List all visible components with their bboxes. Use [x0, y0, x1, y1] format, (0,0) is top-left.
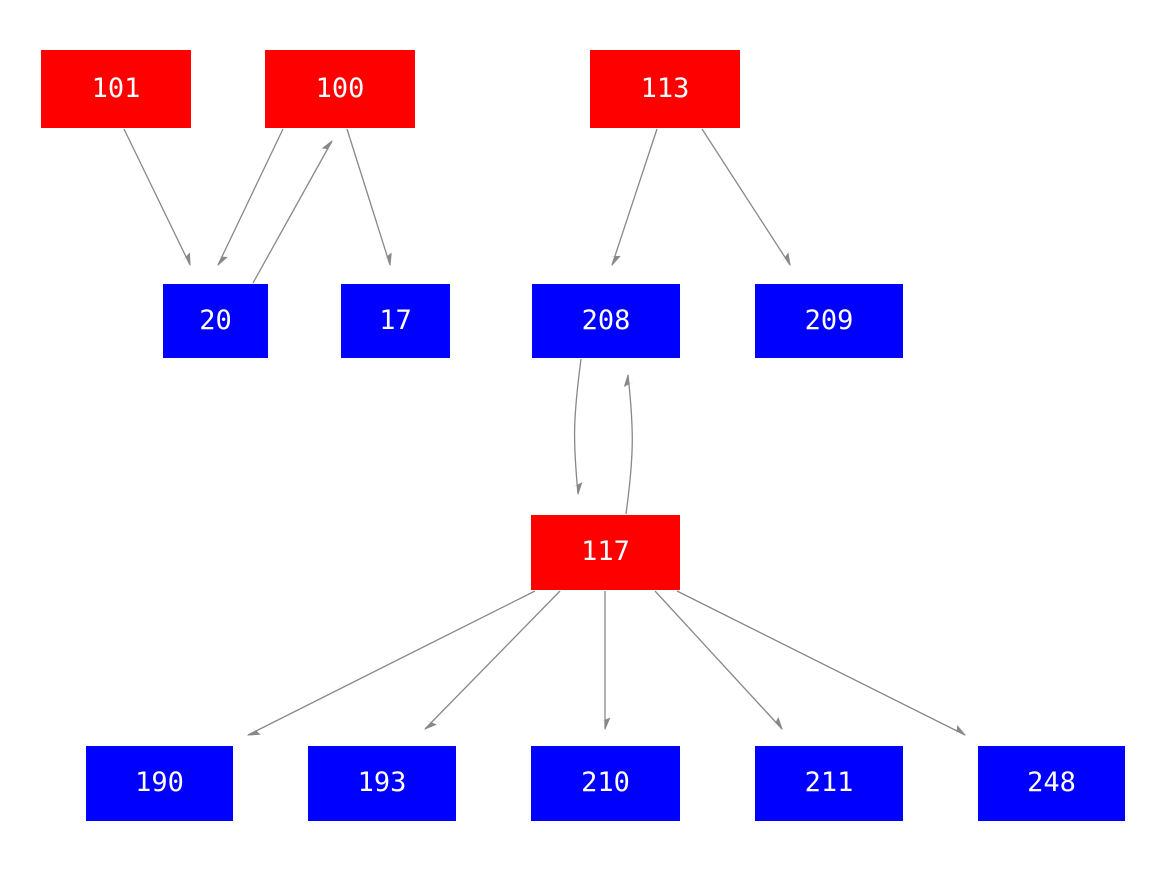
edge-117-to-193: [424, 590, 561, 730]
edges-group: [123, 128, 967, 737]
edge-208-to-117: [571, 358, 583, 496]
graph-node-210[interactable]: 210: [531, 746, 680, 821]
graph-node-label: 101: [91, 72, 141, 104]
edge-117-to-248: [676, 590, 967, 737]
graph-node-17[interactable]: 17: [341, 284, 450, 358]
graph-node-100[interactable]: 100: [265, 50, 415, 128]
graph-node-label: 193: [357, 767, 407, 798]
edge-113-to-208: [608, 128, 658, 267]
graph-node-label: 211: [804, 767, 854, 798]
graph-node-label: 117: [581, 536, 630, 567]
graph-node-248[interactable]: 248: [978, 746, 1125, 821]
graph-node-label: 190: [135, 767, 184, 798]
graph-node-label: 100: [315, 72, 365, 104]
graph-node-label: 209: [804, 304, 854, 336]
graph-node-113[interactable]: 113: [590, 50, 740, 128]
graph-node-101[interactable]: 101: [41, 50, 191, 128]
edge-117-to-211: [654, 590, 783, 730]
graph-node-label: 208: [581, 304, 631, 336]
edge-117-to-208: [623, 373, 635, 515]
graph-node-label: 17: [379, 304, 412, 336]
edge-101-to-20: [123, 128, 191, 267]
graph-node-117[interactable]: 117: [531, 515, 680, 590]
graph-node-label: 210: [581, 767, 630, 798]
graph-node-211[interactable]: 211: [755, 746, 903, 821]
edge-117-to-190: [246, 590, 536, 736]
graph-node-label: 20: [199, 304, 232, 336]
graph-node-190[interactable]: 190: [86, 746, 233, 821]
edge-20-to-100: [252, 139, 334, 284]
graph-node-20[interactable]: 20: [163, 284, 268, 358]
edge-100-to-17: [346, 128, 392, 267]
graph-node-label: 248: [1027, 767, 1076, 798]
edge-100-to-20: [215, 128, 284, 267]
graph-node-209[interactable]: 209: [755, 284, 903, 358]
edge-113-to-209: [701, 128, 791, 267]
graph-node-label: 113: [640, 72, 690, 104]
graph-node-208[interactable]: 208: [532, 284, 680, 358]
graph-node-193[interactable]: 193: [308, 746, 456, 821]
